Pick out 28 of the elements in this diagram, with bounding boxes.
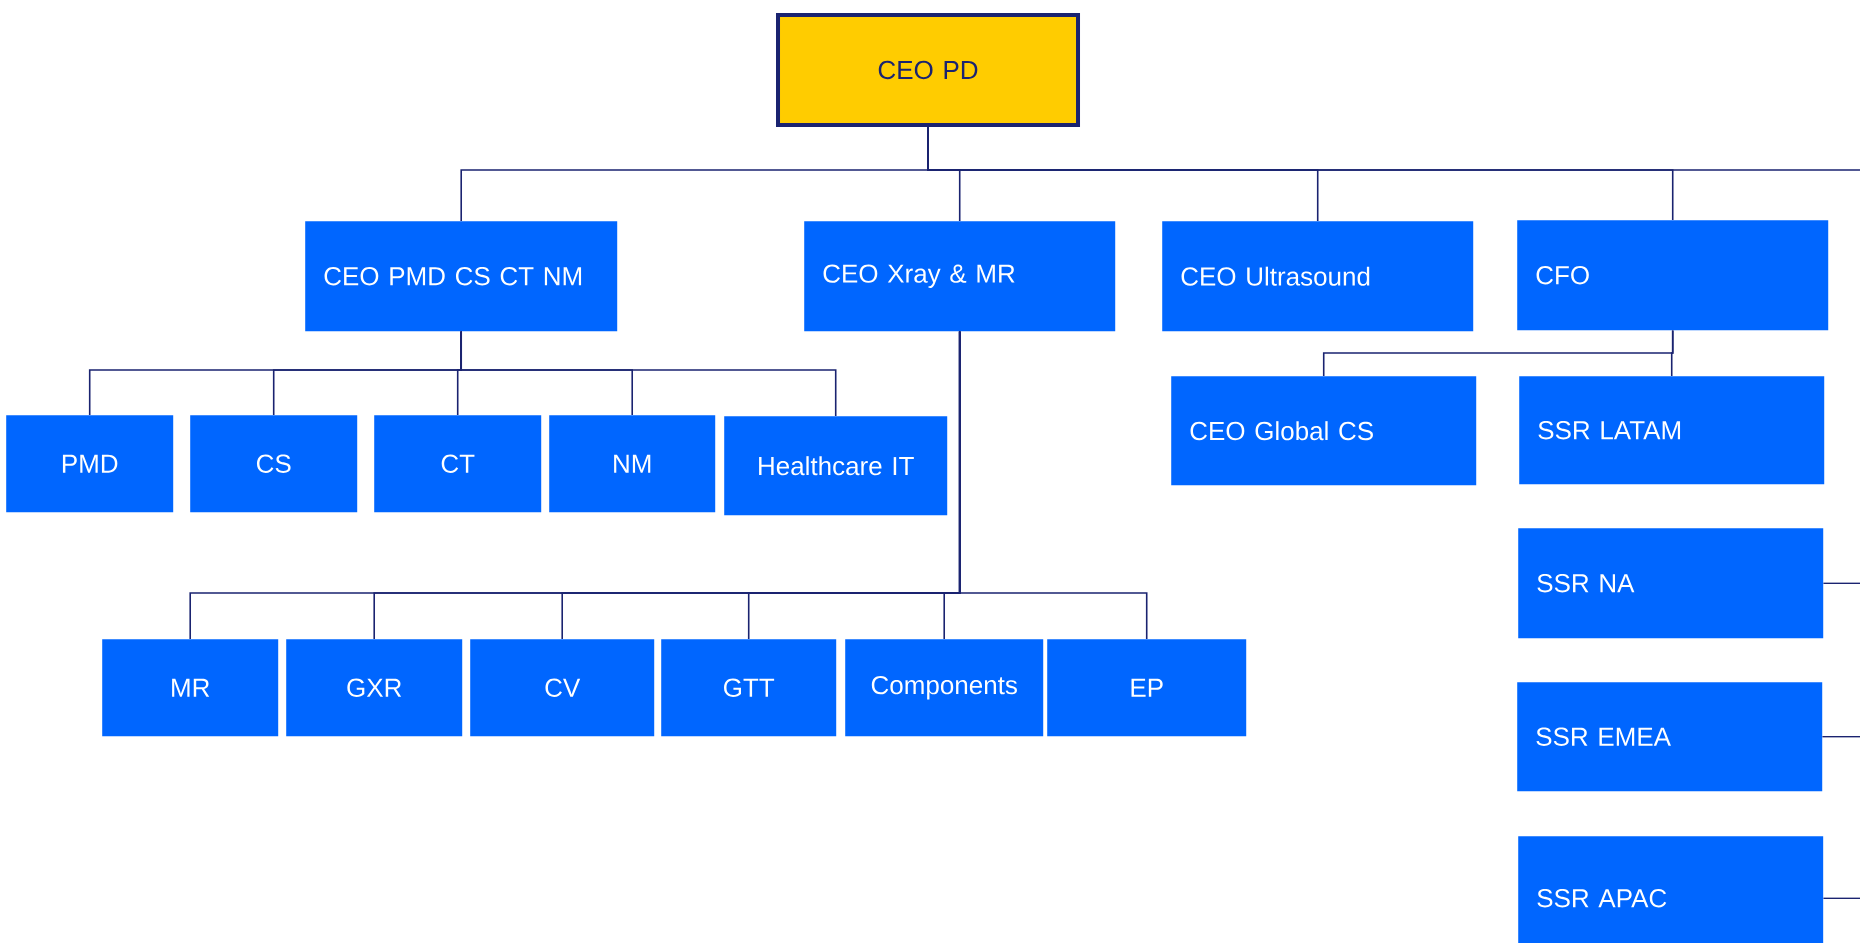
org-box: CEO Ultrasound xyxy=(1162,221,1474,332)
org-box: SSR EMEA xyxy=(1517,682,1823,792)
org-box: GXR xyxy=(286,639,463,737)
org-box: CS xyxy=(190,415,358,513)
org-box: CEO PMD CS CT NM xyxy=(305,221,618,332)
connector-line xyxy=(1822,897,1860,899)
connector-line xyxy=(927,126,1860,171)
org-box: CV xyxy=(470,639,655,737)
title-box: CEO PD xyxy=(776,13,1080,127)
org-box: SSR NA xyxy=(1518,528,1824,639)
org-box: CFO xyxy=(1517,220,1829,331)
connector-line xyxy=(958,330,1148,640)
connector-line xyxy=(1821,735,1860,738)
org-box: CEO Xray & MR xyxy=(804,221,1116,332)
connector-line xyxy=(1822,582,1860,584)
org-box: MR xyxy=(102,639,279,737)
connector-line xyxy=(460,330,837,417)
org-box: NM xyxy=(549,415,716,513)
org-box: Healthcare IT xyxy=(724,416,948,516)
connector-line xyxy=(1670,329,1674,377)
org-box: EP xyxy=(1047,639,1247,737)
org-box: CT xyxy=(374,415,542,513)
org-box: GTT xyxy=(661,639,837,737)
org-box: SSR LATAM xyxy=(1519,376,1825,485)
org-box: Components xyxy=(845,639,1044,737)
org-box: CEO Global CS xyxy=(1171,376,1477,486)
org-box: PMD xyxy=(6,415,174,513)
org-box: SSR APAC xyxy=(1518,836,1824,943)
